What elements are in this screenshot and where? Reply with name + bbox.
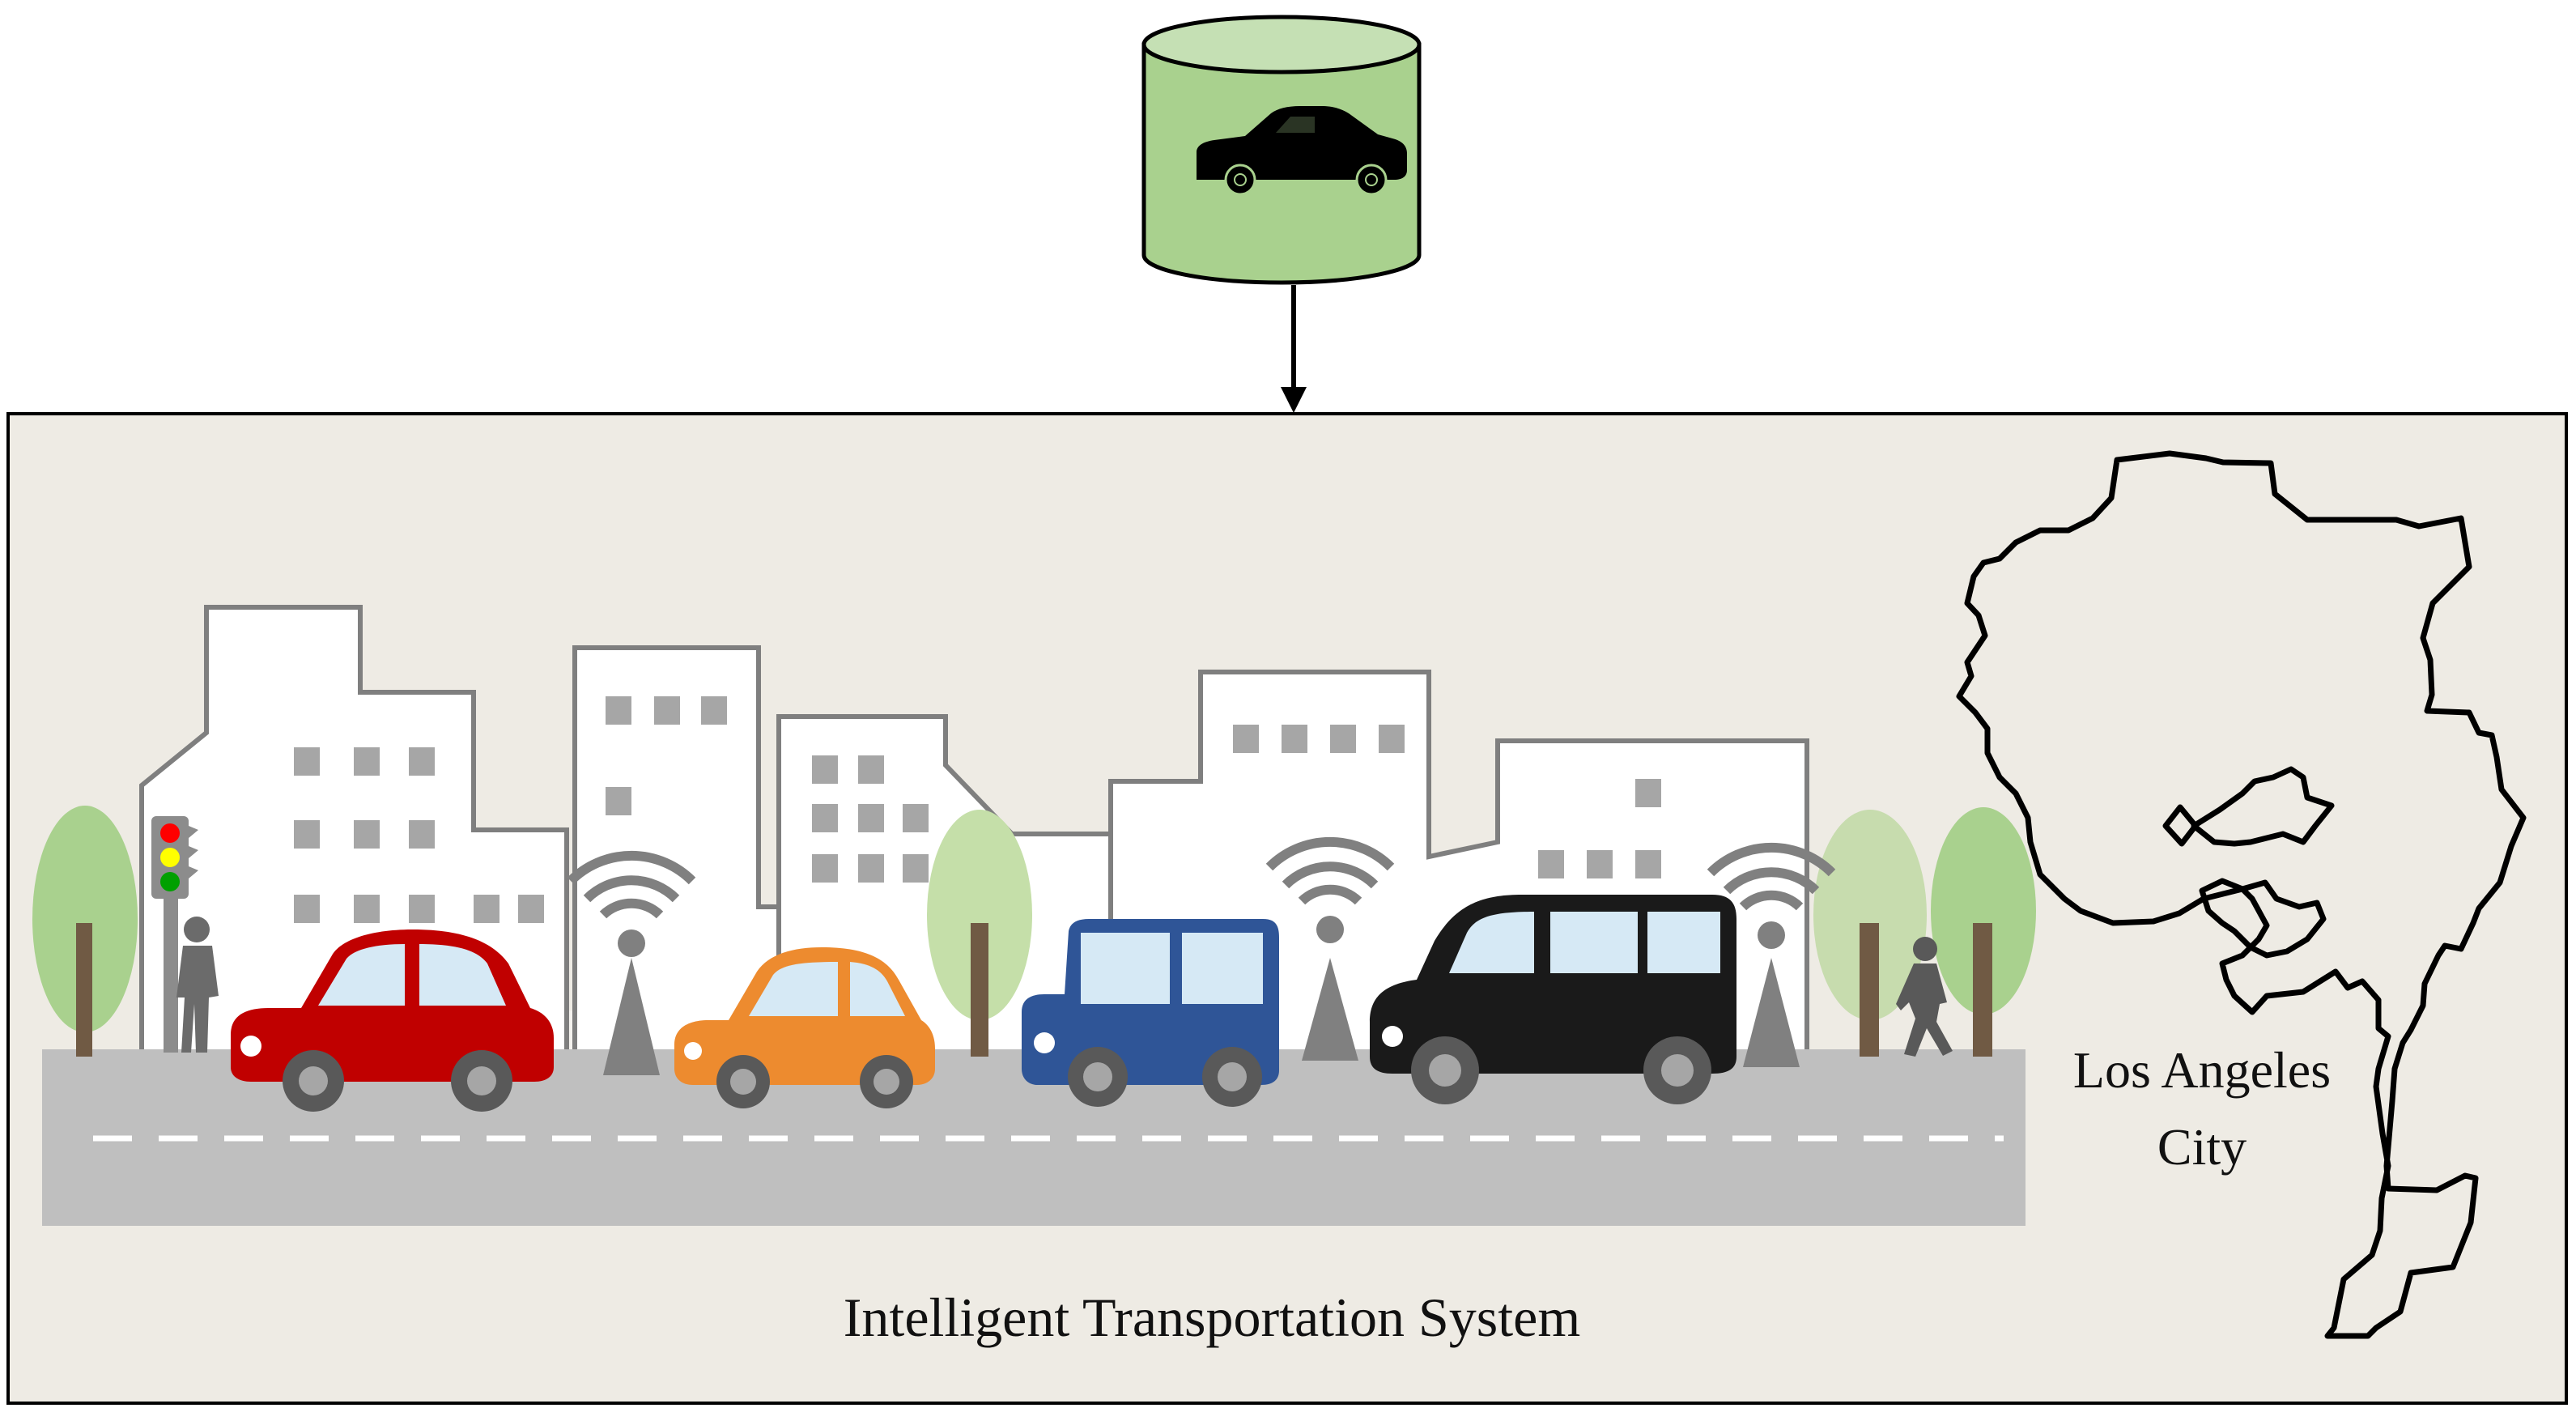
tree bbox=[1813, 810, 1927, 1057]
pedestrian-icon bbox=[1896, 937, 1953, 1057]
wireless-antenna-icon bbox=[567, 850, 696, 1075]
red-car-icon bbox=[231, 929, 554, 1112]
tree bbox=[1931, 807, 2036, 1057]
wireless-antenna-icon bbox=[1265, 836, 1395, 1061]
pedestrian-icon bbox=[176, 917, 219, 1053]
tree bbox=[32, 806, 138, 1057]
los-angeles-city-map bbox=[1956, 450, 2527, 1339]
city-label-line1: Los Angeles bbox=[2073, 1041, 2331, 1099]
system-caption: Intelligent Transportation System bbox=[844, 1287, 1580, 1348]
wireless-antenna-icon bbox=[1707, 842, 1836, 1067]
tree bbox=[927, 810, 1032, 1057]
traffic-light-icon bbox=[151, 816, 198, 1053]
data-flow-arrow bbox=[1281, 285, 1307, 413]
blue-van-icon bbox=[1022, 919, 1279, 1107]
car-silhouette-icon bbox=[1197, 106, 1407, 196]
orange-car-icon bbox=[674, 947, 935, 1108]
building-windows bbox=[294, 696, 1661, 923]
city-label-line2: City bbox=[2157, 1118, 2247, 1176]
car-database-icon bbox=[1141, 15, 1422, 285]
black-minivan-icon bbox=[1370, 895, 1736, 1104]
